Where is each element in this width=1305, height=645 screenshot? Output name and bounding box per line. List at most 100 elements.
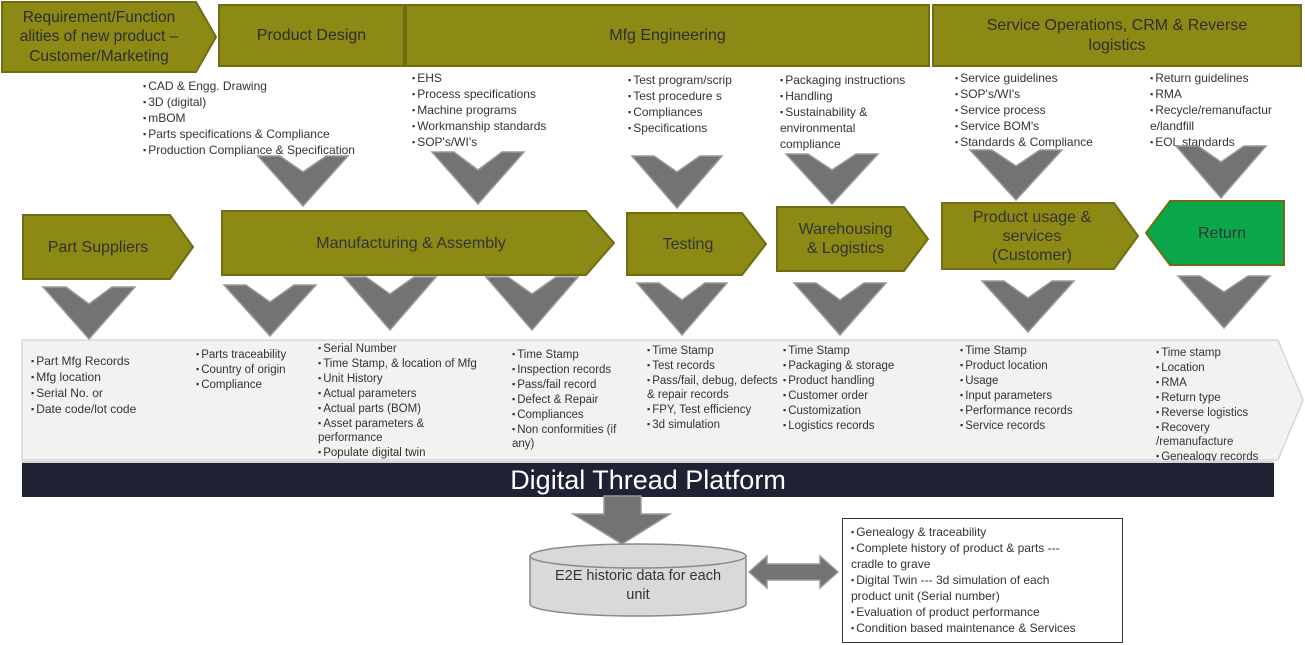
warehousing-label: Warehousing & Logistics xyxy=(777,207,914,271)
list-item: Actual parameters xyxy=(318,386,477,401)
requirement-label: Requirement/Function alities of new prod… xyxy=(2,4,196,70)
manufacturing-arrow xyxy=(221,210,616,276)
list-item: Production Compliance & Specification xyxy=(143,142,355,158)
product-usage-label: Product usage & services (Customer) xyxy=(942,203,1122,269)
mfg-engineering-list: EHS Process specifications Machine progr… xyxy=(412,70,546,150)
list-item: Unit History xyxy=(318,371,477,386)
database-text: unit xyxy=(626,587,650,603)
list-item: mBOM xyxy=(143,110,355,126)
list-item: Test program/scrip xyxy=(628,72,732,88)
double-arrow-icon xyxy=(747,554,840,590)
return-records: Time stamp Location RMA Return type Reve… xyxy=(1156,345,1258,464)
list-item: FPY, Test efficiency xyxy=(647,402,778,417)
stage-text: Product usage & xyxy=(972,208,1092,226)
list-item: Machine programs xyxy=(412,102,546,118)
service-list: Service guidelines SOP's/WI's Service pr… xyxy=(955,70,1093,150)
stage-text: services xyxy=(1002,227,1062,245)
service-operations-label: Service Operations, CRM & Reverse logist… xyxy=(987,16,1248,56)
testing-arrow xyxy=(626,212,768,276)
continuation-text: e/landfill xyxy=(1150,119,1195,133)
return-arrow xyxy=(1144,200,1285,266)
list-item: Return type xyxy=(1156,390,1258,405)
continuation-text: cradle to grave xyxy=(851,557,931,571)
warehousing-records: Time Stamp Packaging & storage Product h… xyxy=(783,343,894,433)
chevron-down-icon xyxy=(1176,275,1272,330)
chevron-down-icon xyxy=(635,282,729,337)
database-text: E2E historic data for each xyxy=(554,568,722,584)
continuation-text: product unit (Serial number) xyxy=(851,589,1000,603)
list-item: Evaluation of product performance xyxy=(851,604,1122,620)
mfg-parts-records: Parts traceability Country of origin Com… xyxy=(196,347,286,392)
list-item: Sustainability & xyxy=(780,104,905,120)
list-item: Compliance xyxy=(196,377,286,392)
packaging-list: Packaging instructions Handling Sustaina… xyxy=(780,72,905,152)
stage-text: (Customer) xyxy=(991,246,1072,264)
list-item: Populate digital twin xyxy=(318,445,477,460)
list-item-continuation: environmental xyxy=(780,120,905,136)
list-item: Defect & Repair xyxy=(512,392,616,407)
chevron-down-icon xyxy=(342,276,438,332)
list-item: SOP's/WI's xyxy=(955,86,1093,102)
continuation-text: /remanufacture xyxy=(1156,436,1234,448)
continuation-text: performance xyxy=(318,432,383,444)
stage-text: Warehousing xyxy=(798,221,893,238)
requirement-arrow-shape xyxy=(1,1,218,73)
continuation-text: environmental xyxy=(780,121,856,135)
list-item: Country of origin xyxy=(196,362,286,377)
chevron-down-icon xyxy=(630,155,724,210)
list-item: Compliances xyxy=(512,407,616,422)
list-item: Specifications xyxy=(628,120,732,136)
list-item: EHS xyxy=(412,70,546,86)
service-line: Service Operations, CRM & Reverse xyxy=(986,16,1248,34)
testing-label: Testing xyxy=(627,213,749,275)
service-line: logistics xyxy=(1088,36,1146,54)
list-item: Complete history of product & parts --- xyxy=(851,540,1122,556)
list-item: Workmanship standards xyxy=(412,118,546,134)
list-item: Recovery xyxy=(1156,420,1258,435)
chevron-down-icon xyxy=(980,280,1076,334)
list-item: Packaging & storage xyxy=(783,358,894,373)
list-item: RMA xyxy=(1150,86,1272,102)
stage-text: Testing xyxy=(662,235,714,253)
service-operations-box: Service Operations, CRM & Reverse logist… xyxy=(932,4,1302,67)
list-item: Performance records xyxy=(960,403,1072,418)
mfg-serial-records: Serial Number Time Stamp, & location of … xyxy=(318,341,477,460)
list-item: Condition based maintenance & Services xyxy=(851,620,1122,636)
list-item-continuation: product unit (Serial number) xyxy=(851,588,1122,604)
stage-text: Part Suppliers xyxy=(47,238,149,256)
testing-records: Time Stamp Test records Pass/fail, debug… xyxy=(647,343,778,432)
return-guidelines-list: Return guidelines RMA Recycle/remanufact… xyxy=(1150,70,1272,150)
chevron-down-icon xyxy=(430,151,526,206)
database-cylinder-icon xyxy=(529,543,747,617)
requirement-line: Requirement/Function xyxy=(22,8,176,26)
list-item: Genealogy records xyxy=(1156,449,1258,464)
product-design-box: Product Design xyxy=(218,4,405,67)
list-item: Packaging instructions xyxy=(780,72,905,88)
list-item: Time Stamp, & location of Mfg xyxy=(318,356,477,371)
chevron-down-icon xyxy=(41,286,137,341)
product-design-list: CAD & Engg. Drawing 3D (digital) mBOM Pa… xyxy=(143,78,355,158)
return-label: Return xyxy=(1160,201,1284,265)
list-item: Non conformities (if xyxy=(512,422,616,437)
list-item: Reverse logistics xyxy=(1156,405,1258,420)
list-item: Time Stamp xyxy=(783,343,894,358)
list-item: Part Mfg Records xyxy=(31,353,136,369)
list-item: Time Stamp xyxy=(647,343,778,358)
chevron-down-icon xyxy=(484,276,580,332)
list-item: RMA xyxy=(1156,375,1258,390)
list-item: Process specifications xyxy=(412,86,546,102)
list-item-continuation: cradle to grave xyxy=(851,556,1122,572)
list-item: Location xyxy=(1156,360,1258,375)
product-design-label: Product Design xyxy=(256,26,367,44)
list-item: Parts traceability xyxy=(196,347,286,362)
list-item: Logistics records xyxy=(783,418,894,433)
list-item: Handling xyxy=(780,88,905,104)
chevron-down-icon xyxy=(222,284,318,338)
list-item: SOP's/WI's xyxy=(412,134,546,150)
list-item-continuation: /remanufacture xyxy=(1156,435,1258,449)
list-item: Usage xyxy=(960,373,1073,388)
list-item-continuation: compliance xyxy=(780,136,905,152)
list-item: Service BOM's xyxy=(955,118,1093,134)
